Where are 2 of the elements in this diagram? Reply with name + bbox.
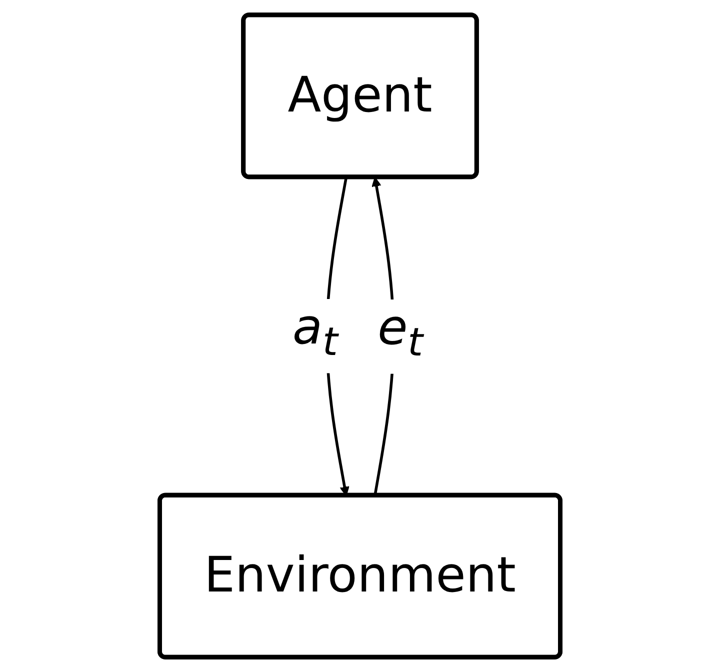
edge-label: a$_{t}$ [292,298,338,366]
edge-label: e$_{t}$ [378,299,423,366]
